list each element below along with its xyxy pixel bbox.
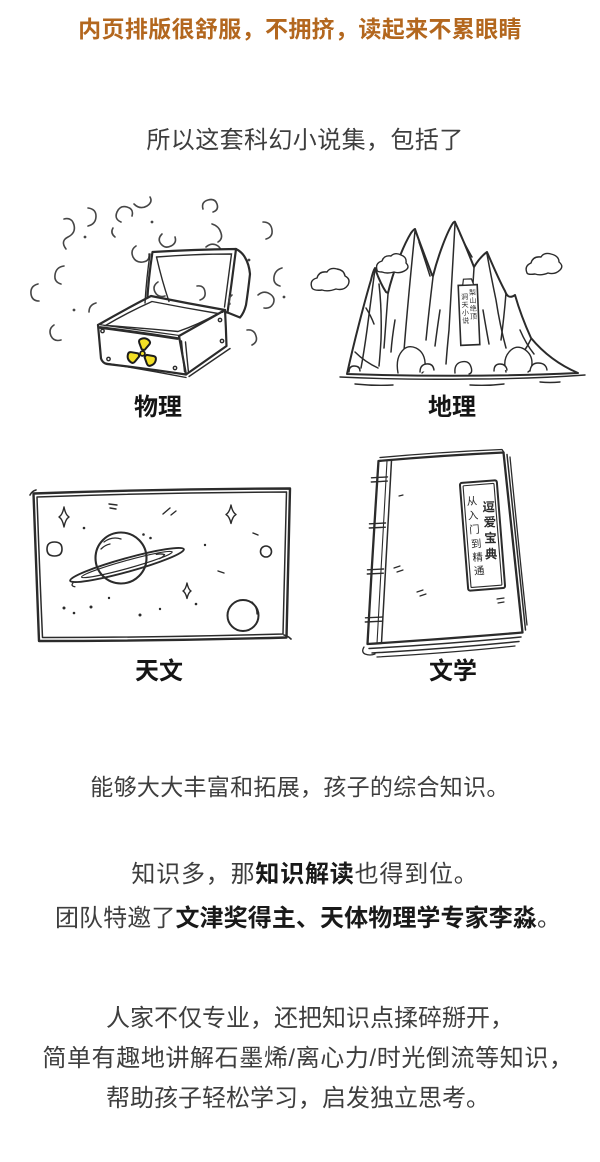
svg-text:宝: 宝: [484, 530, 497, 545]
svg-text:说: 说: [462, 316, 469, 325]
svg-text:到: 到: [470, 538, 481, 551]
svg-text:逗: 逗: [482, 500, 495, 514]
svg-text:从: 从: [466, 495, 478, 508]
svg-text:入: 入: [467, 510, 479, 523]
svg-text:门: 门: [469, 523, 480, 537]
svg-text:通: 通: [474, 565, 486, 578]
svg-text:小: 小: [462, 308, 469, 317]
svg-text:绝: 绝: [470, 304, 477, 313]
svg-text:洞: 洞: [461, 292, 468, 301]
svg-text:天: 天: [461, 301, 468, 309]
svg-text:典: 典: [485, 546, 498, 561]
svg-text:顶: 顶: [470, 313, 477, 321]
svg-text:梨: 梨: [469, 288, 476, 297]
svg-text:山: 山: [469, 296, 476, 305]
svg-text:爱: 爱: [484, 515, 497, 529]
svg-text:精: 精: [472, 550, 484, 564]
